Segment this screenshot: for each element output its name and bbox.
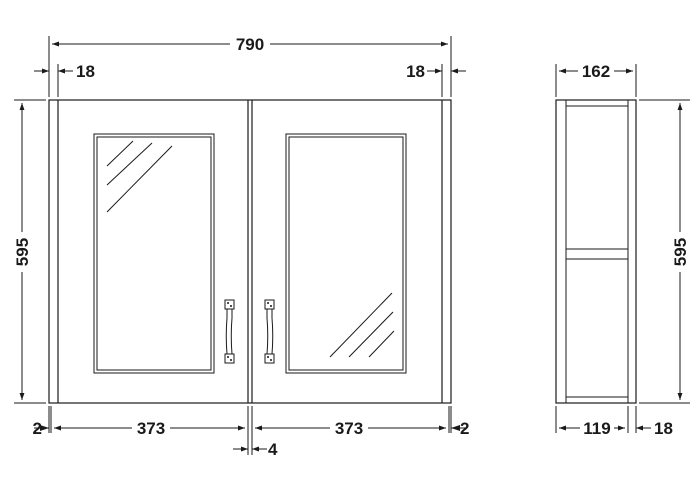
front-view: 790 18 18 595 xyxy=(13,35,469,459)
dim-side-depth: 162 xyxy=(555,62,637,97)
side-height-label: 595 xyxy=(671,238,690,266)
side-outline xyxy=(555,99,637,404)
dim-right-frame: 18 xyxy=(406,62,466,97)
center-gap-label: 4 xyxy=(268,440,278,459)
dim-left-frame: 18 xyxy=(34,62,95,97)
right-gap-label: 2 xyxy=(460,419,469,438)
right-door-glass xyxy=(288,136,404,371)
right-door-handle xyxy=(264,299,275,364)
left-door-panel xyxy=(93,133,215,374)
left-frame-label: 18 xyxy=(76,62,95,81)
dim-front-height: 595 xyxy=(13,99,46,404)
side-inner-depth-label: 119 xyxy=(583,419,610,438)
left-door-handle xyxy=(224,299,235,364)
cabinet-outline xyxy=(48,99,452,404)
dim-overall-width: 790 xyxy=(48,35,452,97)
left-door-glass xyxy=(96,136,212,371)
overall-width-label: 790 xyxy=(236,35,264,54)
right-door-panel xyxy=(285,133,407,374)
side-view: 162 595 119 18 xyxy=(555,62,690,438)
dim-side-height: 595 xyxy=(639,99,690,404)
left-door-width-label: 373 xyxy=(137,419,165,438)
left-gap-label: 2 xyxy=(33,419,42,438)
side-back-thickness-label: 18 xyxy=(654,419,673,438)
dim-side-bottom: 119 18 xyxy=(555,406,673,438)
right-frame-label: 18 xyxy=(406,62,425,81)
dim-bottom-chain: 2 373 373 2 4 xyxy=(33,406,469,459)
right-door-width-label: 373 xyxy=(335,419,363,438)
side-depth-label: 162 xyxy=(582,62,610,81)
front-height-label: 595 xyxy=(13,238,32,266)
left-glass-reflection xyxy=(106,140,173,213)
right-glass-reflection xyxy=(329,292,395,358)
